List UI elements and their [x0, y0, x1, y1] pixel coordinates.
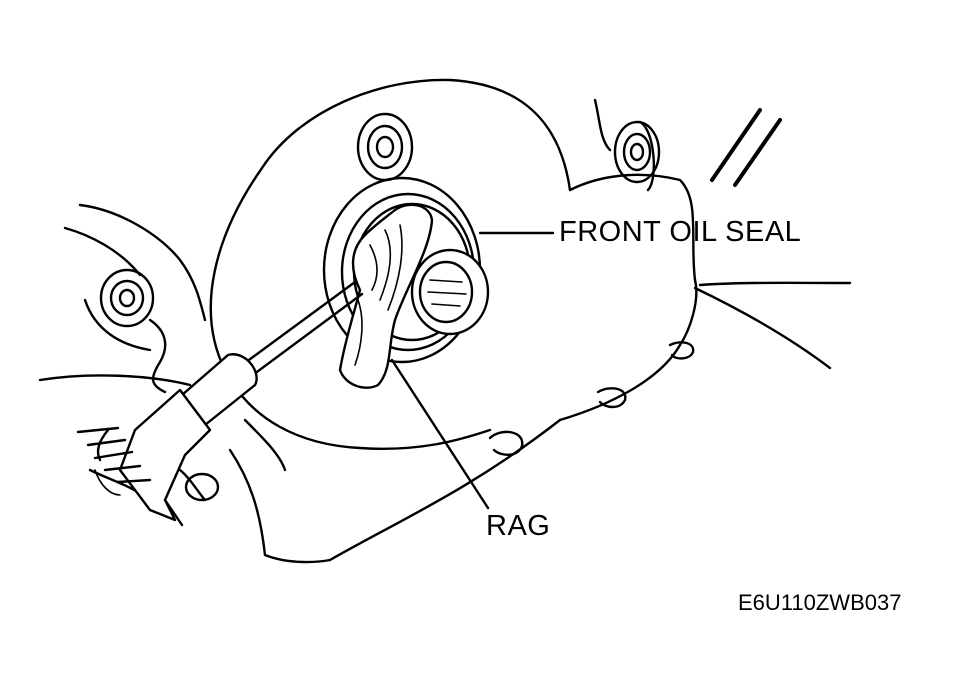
- rag-label: RAG: [486, 510, 551, 542]
- crankshaft-nose: [410, 248, 490, 336]
- left-engine-block: [38, 203, 332, 564]
- screwdriver: [76, 280, 364, 527]
- rag: [338, 203, 434, 389]
- figure-code: E6U110ZWB037: [738, 590, 902, 615]
- front-oil-seal-label: FRONT OIL SEAL: [559, 216, 802, 248]
- cover-bolt-top: [356, 112, 414, 182]
- rag-leader-line: [390, 358, 490, 510]
- transmission-housing: [328, 98, 852, 562]
